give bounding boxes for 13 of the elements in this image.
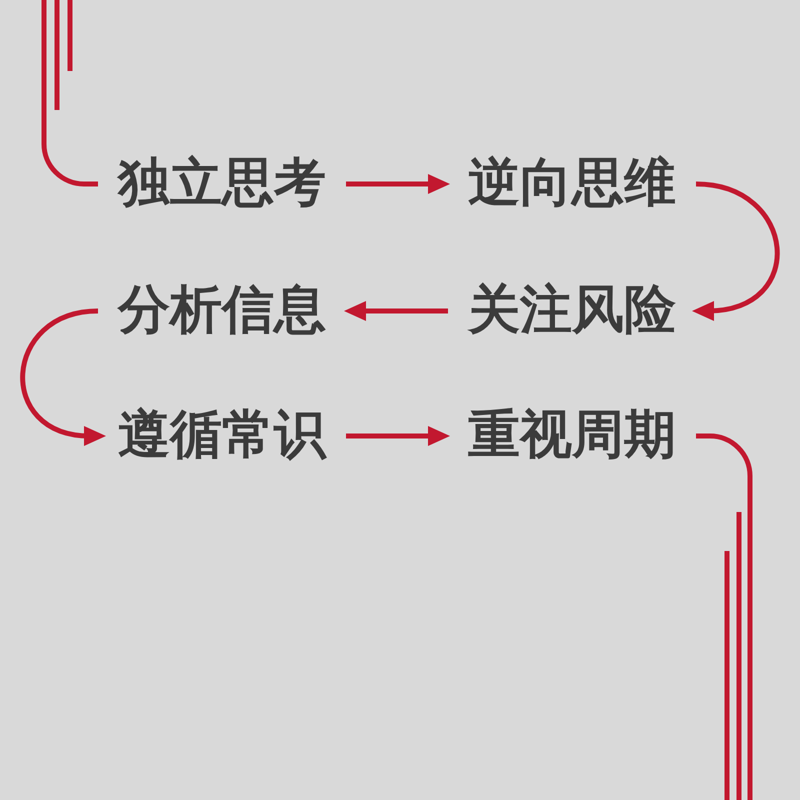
connector-line [42,0,98,186]
step-label: 遵循常识 [110,406,334,466]
arrow [346,174,450,194]
step-label: 独立思考 [110,154,334,214]
curved-arrow [20,308,106,446]
arrow [346,426,450,446]
arrow [344,301,448,321]
step-label: 关注风险 [460,281,684,341]
step-label: 重视周期 [460,406,684,466]
curved-arrow [692,182,780,320]
step-label: 分析信息 [110,281,334,341]
step-label: 逆向思维 [460,154,684,214]
connector-line [696,434,752,800]
